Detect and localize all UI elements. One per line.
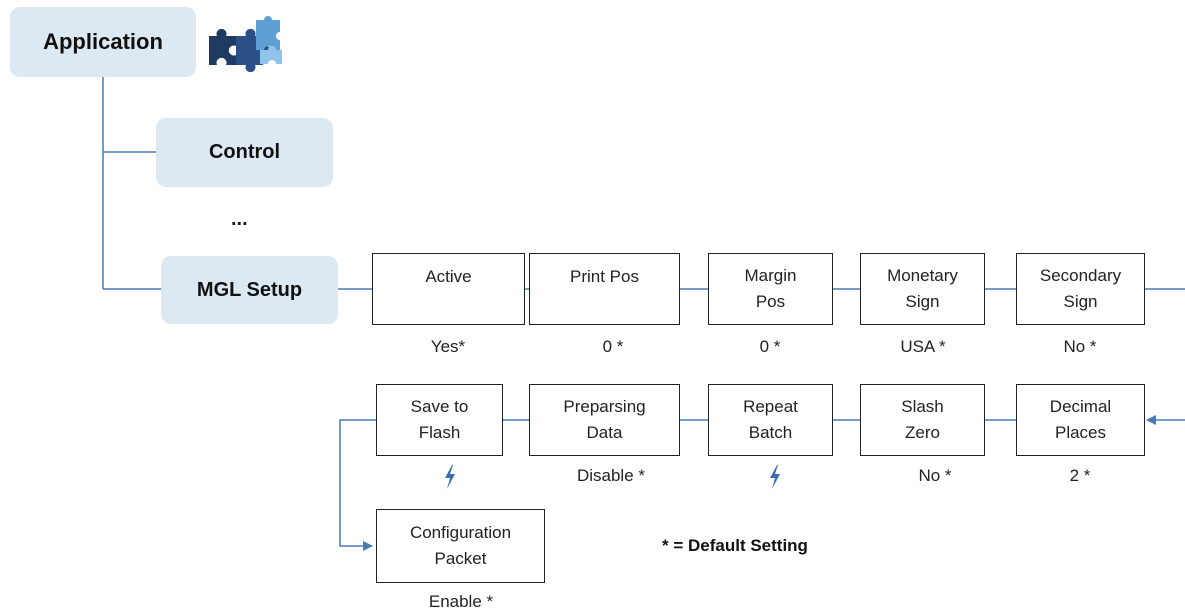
param-margin-pos[interactable]: Margin Pos: [708, 253, 833, 325]
param-label: Sign: [905, 292, 940, 311]
param-active[interactable]: Active: [372, 253, 525, 325]
param-value: No *: [918, 466, 952, 485]
application-node[interactable]: Application: [10, 7, 196, 77]
param-preparsing-data[interactable]: Preparsing Data: [529, 384, 680, 456]
param-print-pos[interactable]: Print Pos: [529, 253, 680, 325]
param-value: 0 *: [602, 337, 624, 356]
param-configuration-packet[interactable]: Configuration Packet: [376, 509, 545, 583]
param-value: 2 *: [1069, 466, 1091, 485]
param-label: Batch: [748, 423, 793, 442]
param-value: No *: [1063, 337, 1097, 356]
param-label: Pos: [755, 292, 786, 311]
mgl-setup-node[interactable]: MGL Setup: [161, 256, 338, 324]
param-label: Secondary: [1039, 266, 1122, 285]
param-label: Data: [586, 423, 623, 442]
param-value: 0 *: [759, 337, 781, 356]
param-monetary-sign[interactable]: Monetary Sign: [860, 253, 985, 325]
param-label: Decimal: [1049, 397, 1112, 416]
application-label: Application: [43, 29, 163, 54]
param-save-to-flash[interactable]: Save to Flash: [376, 384, 503, 456]
param-label: Margin: [744, 266, 797, 285]
lightning-icon: [445, 465, 455, 489]
param-value: USA *: [900, 337, 946, 356]
param-label: Preparsing: [563, 397, 646, 416]
ellipsis-text: ...: [231, 208, 248, 230]
param-label: Packet: [434, 549, 487, 568]
param-label: Flash: [418, 423, 461, 442]
param-value: Yes*: [430, 337, 466, 356]
param-label: Sign: [1063, 292, 1098, 311]
param-secondary-sign[interactable]: Secondary Sign: [1016, 253, 1145, 325]
flash-to-config-arrow: [339, 419, 376, 551]
mgl-setup-label: MGL Setup: [196, 278, 303, 301]
param-label: Print Pos: [570, 267, 639, 286]
param-repeat-batch[interactable]: Repeat Batch: [708, 384, 833, 456]
lightning-icon: [770, 465, 780, 489]
param-label: Places: [1054, 423, 1107, 442]
param-label: Slash: [901, 397, 944, 416]
param-label: Repeat: [743, 397, 798, 416]
control-node[interactable]: Control: [156, 118, 333, 187]
param-value: Enable *: [428, 592, 494, 611]
param-label: Save to: [410, 397, 469, 416]
param-decimal-places[interactable]: Decimal Places: [1016, 384, 1145, 456]
puzzle-icon: [209, 16, 282, 72]
param-label: Zero: [905, 423, 940, 442]
default-setting-legend: * = Default Setting: [662, 536, 808, 555]
param-label: Configuration: [409, 523, 512, 542]
param-slash-zero[interactable]: Slash Zero: [860, 384, 985, 456]
param-label: Active: [425, 267, 472, 286]
param-value: Disable *: [576, 466, 646, 485]
param-label: Monetary: [887, 266, 958, 285]
control-label: Control: [208, 141, 281, 163]
